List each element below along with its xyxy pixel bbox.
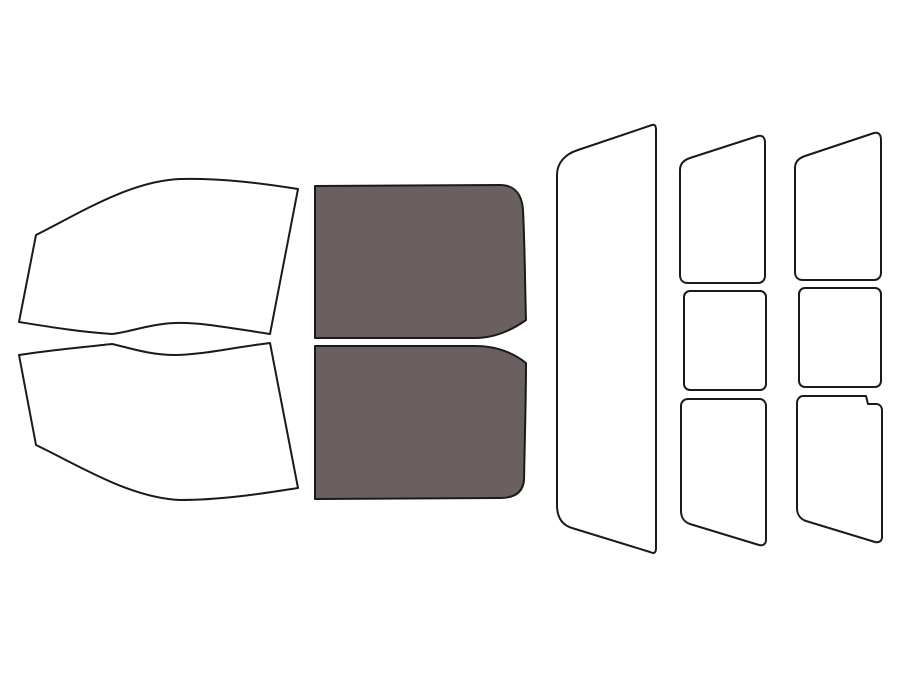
front-door-right-panel[interactable] [314, 345, 527, 500]
right-rear-upper-panel[interactable] [794, 131, 882, 281]
front-door-left-panel[interactable] [314, 184, 527, 339]
windshield-lower-panel[interactable] [18, 342, 299, 501]
rear-window-panel[interactable] [556, 123, 657, 554]
left-rear-upper-panel[interactable] [679, 134, 766, 284]
windshield-upper-panel[interactable] [18, 177, 299, 335]
left-rear-middle-panel[interactable] [683, 290, 767, 391]
right-rear-middle-panel[interactable] [798, 287, 882, 388]
left-rear-lower-panel[interactable] [680, 398, 767, 547]
right-rear-lower-panel[interactable] [796, 395, 883, 544]
